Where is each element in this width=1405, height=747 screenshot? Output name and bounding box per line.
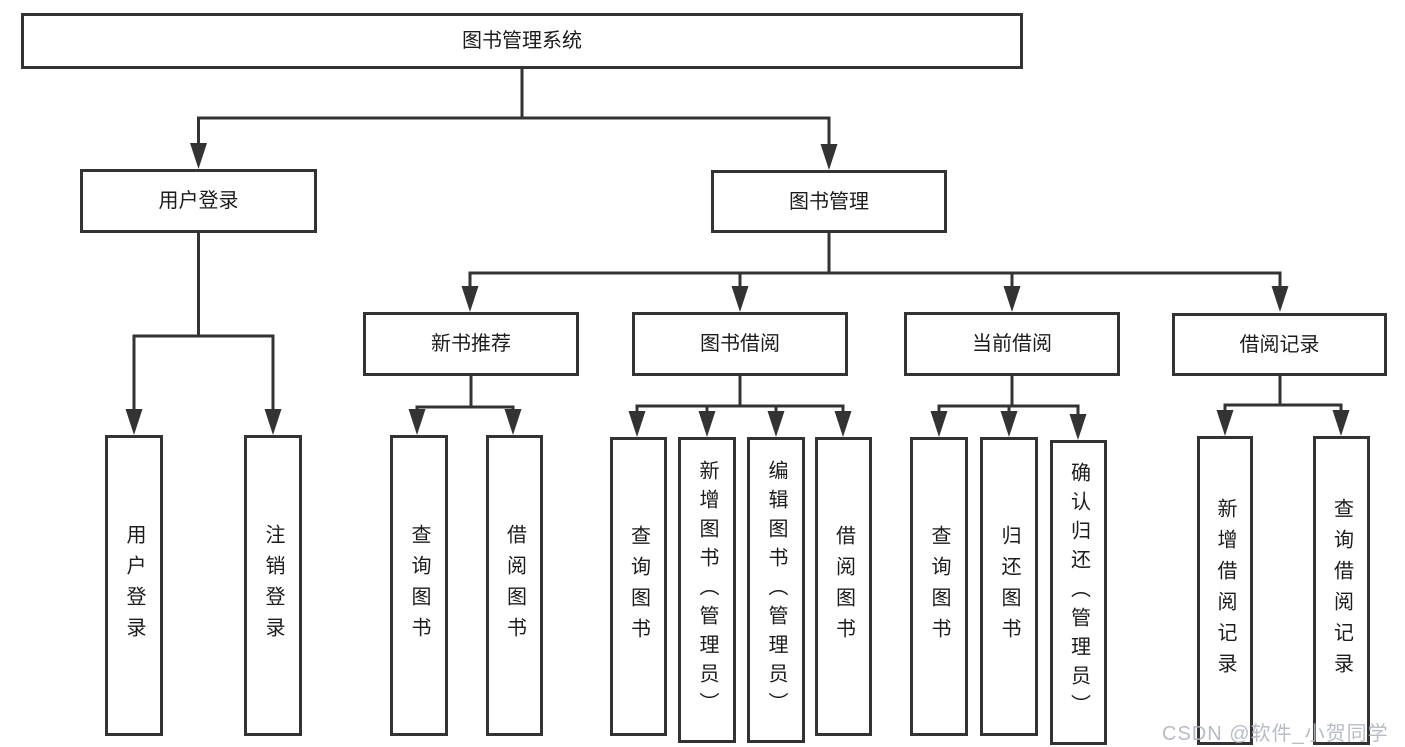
node-borrow-records: 借阅记录 [1172, 313, 1387, 376]
csdn-watermark: CSDN @软件_小贺同学 [1162, 723, 1389, 745]
connector-newbook-to-leaves [408, 376, 522, 435]
node-book-borrow: 图书借阅 [632, 312, 848, 376]
leaf-query-borrow-record: 查询借阅记录 [1313, 436, 1370, 745]
connector-records-to-leaves [1216, 376, 1350, 436]
leaf-edit-books-admin: 编辑图书（管理员） [747, 437, 805, 743]
node-current-borrow: 当前借阅 [904, 312, 1120, 376]
node-root-system: 图书管理系统 [21, 13, 1023, 69]
leaf-add-borrow-record: 新增借阅记录 [1197, 436, 1253, 745]
leaf-query-books-recommend: 查询图书 [390, 435, 448, 736]
node-user-login: 用户登录 [80, 169, 317, 233]
leaf-confirm-return-admin: 确认归还（管理员） [1050, 440, 1107, 745]
connector-current-to-leaves [930, 376, 1087, 440]
leaf-user-login: 用户登录 [105, 435, 163, 736]
leaf-query-books-borrow: 查询图书 [610, 437, 667, 736]
leaf-return-books: 归还图书 [980, 437, 1038, 736]
node-new-book-recommend: 新书推荐 [363, 312, 579, 376]
connector-borrow-to-leaves [628, 376, 852, 437]
node-book-management: 图书管理 [711, 170, 947, 233]
connector-bookmgmt-to-level3 [461, 233, 1289, 312]
leaf-query-books-current: 查询图书 [910, 437, 968, 736]
leaf-logout: 注销登录 [244, 435, 302, 736]
leaf-borrow-books: 借阅图书 [815, 437, 872, 736]
leaf-add-books-admin: 新增图书（管理员） [678, 437, 736, 743]
leaf-borrow-books-recommend: 借阅图书 [486, 435, 543, 736]
connector-userlogin-to-leaves [125, 233, 282, 435]
connector-root-to-level2 [190, 68, 838, 170]
